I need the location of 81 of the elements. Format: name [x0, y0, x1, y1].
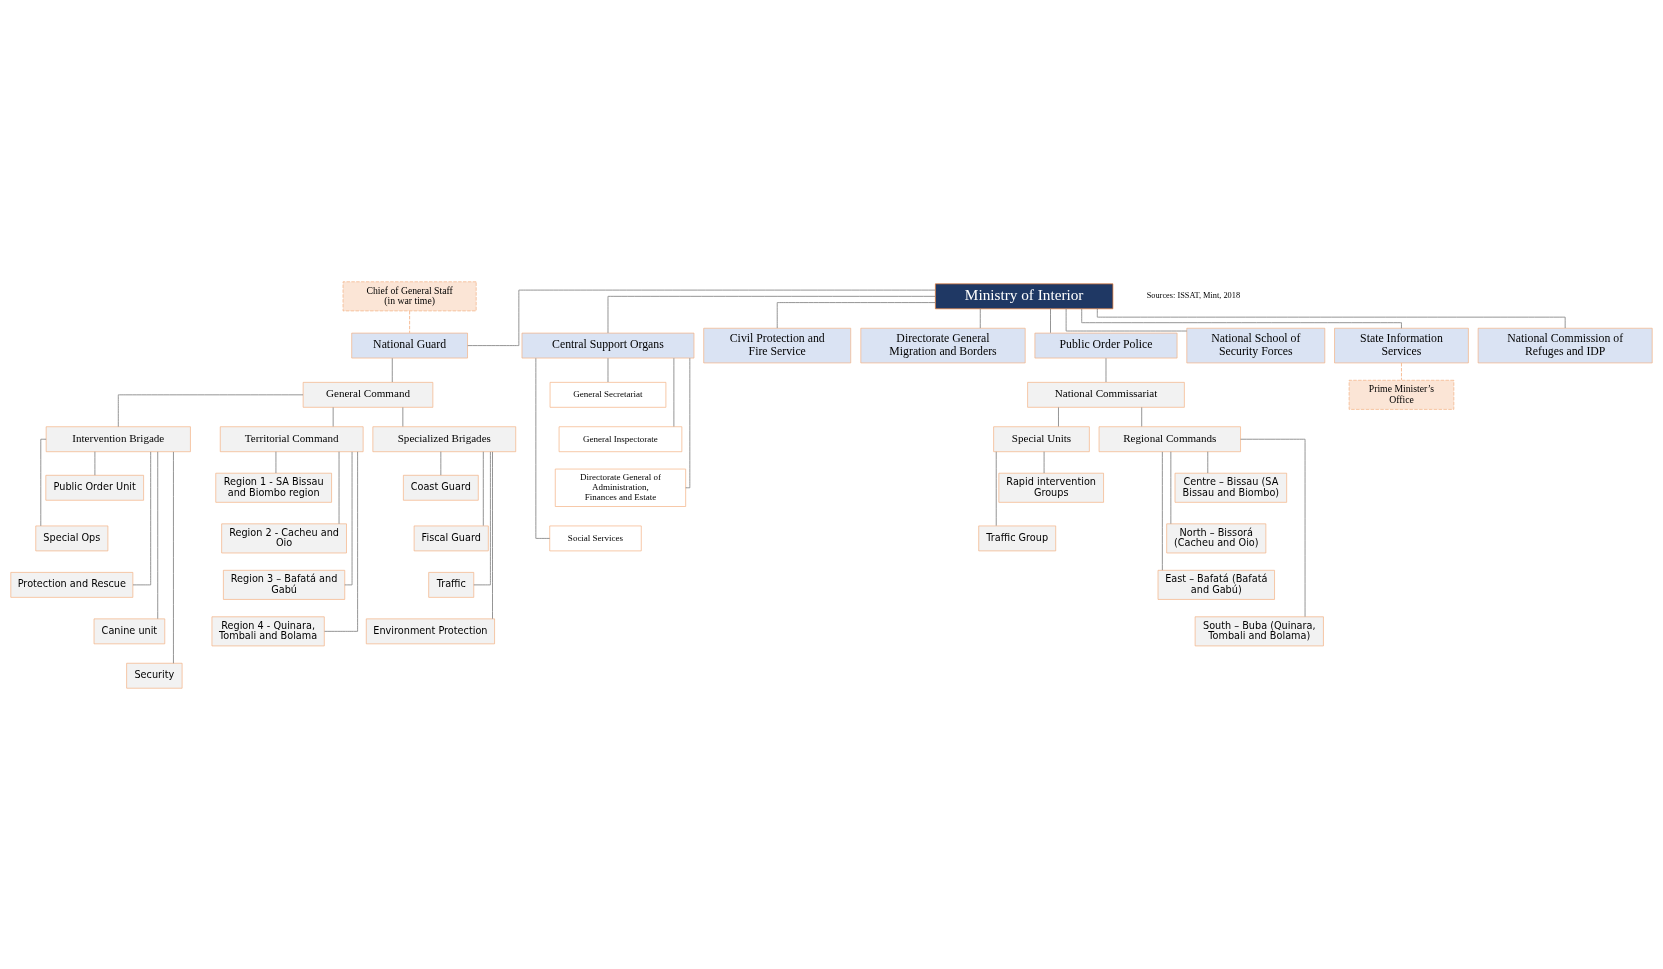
node-box: Traffic Group	[978, 525, 1057, 551]
connector	[776, 301, 936, 328]
connector	[492, 450, 493, 619]
connector	[1058, 406, 1059, 427]
node-box: Security	[126, 662, 183, 689]
connector	[173, 451, 174, 664]
node-box: Traffic	[428, 571, 475, 598]
node-box: Region 3 – Bafatá and Gabú	[223, 569, 346, 600]
node-box: Public Order Police	[1034, 332, 1178, 358]
node-box: Canine unit	[93, 618, 166, 644]
connector	[275, 450, 277, 473]
node-box: General Inspectorate	[558, 425, 683, 452]
connector	[1141, 406, 1143, 427]
node-box: Region 2 - Cacheu and Oio	[221, 523, 347, 553]
node-box: National Commission of Refuges and IDP	[1477, 327, 1653, 363]
connector	[402, 406, 404, 427]
connector	[607, 295, 936, 333]
connector	[440, 450, 442, 476]
node-box: Ministry of Interior	[935, 283, 1114, 309]
node-box: National School of Security Forces	[1186, 327, 1326, 363]
connector	[607, 357, 609, 382]
node-box: National Guard	[351, 332, 468, 358]
connector	[995, 450, 997, 526]
node-box: Social Services	[549, 525, 642, 551]
connector	[132, 450, 152, 585]
connector	[1401, 362, 1402, 380]
node-box: Territorial Command	[219, 425, 364, 452]
connector	[535, 357, 551, 539]
connector	[117, 393, 304, 427]
node-box: Special Units	[993, 425, 1090, 452]
connector	[1043, 450, 1045, 473]
connector	[40, 438, 47, 526]
connector	[344, 450, 353, 585]
node-box: Protection and Rescue	[10, 571, 134, 598]
node-box: Region 1 - SA Bissau and Biombo region	[215, 472, 332, 503]
connector	[1207, 450, 1209, 473]
node-box: Coast Guard	[403, 474, 479, 501]
node-box: Civil Protection and Fire Service	[703, 327, 852, 363]
connector	[1050, 308, 1051, 333]
connector	[157, 450, 159, 619]
node-box: Prime Minister’s Office	[1348, 379, 1455, 410]
node-box: North – Bissorá (Cacheu and Oio)	[1166, 523, 1267, 553]
connector	[1081, 308, 1402, 329]
node-box: Special Ops	[35, 525, 109, 551]
node-box: Fiscal Guard	[413, 525, 489, 551]
connector	[1096, 308, 1566, 328]
node-box: General Command	[302, 381, 434, 408]
connector	[94, 450, 96, 476]
connector	[482, 450, 484, 526]
node-box: National Commissariat	[1027, 381, 1185, 408]
connector	[1105, 357, 1107, 382]
node-box: State Information Services	[1334, 327, 1469, 363]
connector	[1170, 450, 1172, 524]
node-box: Specialized Brigades	[372, 425, 517, 452]
connector	[338, 450, 340, 524]
node-box: Directorate General Migration and Borders	[860, 327, 1026, 363]
node-box: Rapid intervention Groups	[998, 472, 1104, 503]
node-box: Central Support Organs	[521, 332, 695, 358]
node-box: Region 4 - Quinara, Tombali and Bolama	[211, 615, 325, 646]
node-box: General Secretariat	[549, 381, 667, 408]
node-box: Public Order Unit	[45, 474, 144, 501]
connector	[979, 308, 981, 329]
connector	[409, 310, 411, 333]
node-box: Centre – Bissau (SA Bissau and Biombo)	[1174, 472, 1288, 503]
connector	[673, 357, 675, 427]
node-box: Regional Commands	[1098, 425, 1241, 452]
connector	[1240, 438, 1306, 617]
connector	[332, 406, 334, 427]
connector	[467, 289, 936, 346]
connector	[1161, 450, 1163, 571]
node-box: Environment Protection	[365, 618, 495, 644]
node-box: Directorate General of Administration, Finances and Estate	[554, 468, 686, 507]
connector	[324, 450, 358, 632]
node-box: Intervention Brigade	[45, 425, 191, 452]
node-box: East – Bafatá (Bafatá and Gabú)	[1157, 569, 1275, 600]
node-box: South – Buba (Quinara, Tombali and Bolama)	[1194, 615, 1324, 646]
connector	[473, 450, 491, 585]
connector	[1065, 307, 1188, 331]
connector	[391, 357, 393, 382]
node-box: Chief of General Staff (in war time)	[342, 280, 477, 311]
connector	[685, 357, 691, 488]
